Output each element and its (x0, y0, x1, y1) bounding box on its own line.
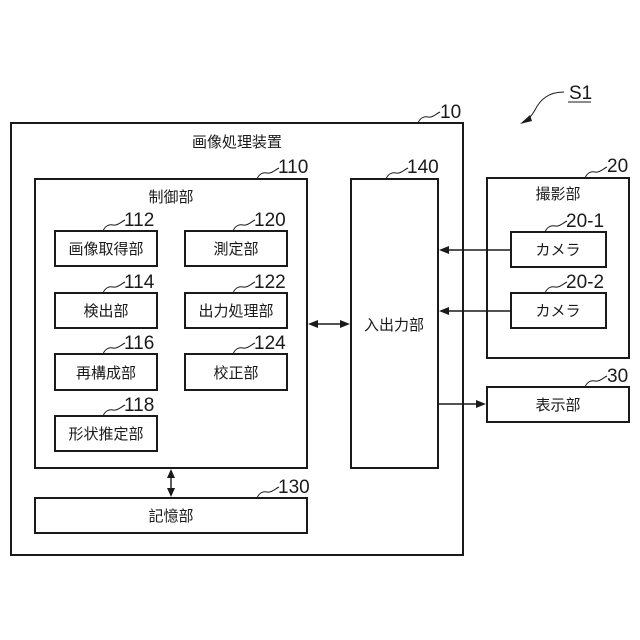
ref-number-130: 130 (278, 477, 310, 498)
ref-number-116: 116 (124, 333, 154, 354)
camera-20-1-label: カメラ (535, 241, 580, 259)
ref-number-112: 112 (124, 210, 154, 231)
ref-number-124: 124 (254, 333, 286, 354)
storage-unit-label: 記憶部 (148, 507, 193, 525)
io-unit: 入出力部 140 (351, 157, 439, 468)
ref-number-114: 114 (124, 272, 155, 293)
shape-estimation-label: 形状推定部 (68, 425, 143, 443)
reconstruction-label: 再構成部 (76, 364, 136, 382)
ref-number-140: 140 (407, 157, 439, 178)
ref-number-20-2: 20-2 (566, 272, 604, 293)
control-unit-label: 制御部 (148, 188, 193, 206)
detection-label: 検出部 (83, 302, 128, 320)
ref-number-118: 118 (124, 395, 154, 416)
image-acquisition-label: 画像取得部 (68, 240, 143, 258)
measurement-label: 測定部 (213, 240, 258, 258)
arrow-io-display-head (476, 400, 486, 408)
ref-leader-10 (418, 112, 440, 123)
control-unit: 制御部 110 画像取得部 112 検出部 114 再構成部 116 形状推定部 (35, 157, 308, 468)
display-unit: 表示部 30 (487, 366, 629, 422)
ref-leader-30 (585, 376, 607, 387)
image-processing-device-label: 画像処理装置 (192, 133, 282, 151)
camera-20-2-label: カメラ (535, 302, 580, 320)
ref-leader-20 (585, 167, 607, 178)
ref-number-120: 120 (254, 210, 286, 231)
figure-label-arrowhead (520, 115, 532, 124)
ref-number-110: 110 (278, 157, 308, 178)
output-processing-label: 出力処理部 (198, 302, 273, 320)
display-unit-label: 表示部 (535, 396, 580, 414)
figure-label: S1 (520, 83, 592, 124)
ref-number-10: 10 (440, 102, 461, 123)
figure-label-text: S1 (569, 83, 592, 104)
imaging-unit-label: 撮影部 (535, 185, 580, 203)
io-unit-label: 入出力部 (364, 316, 424, 334)
imaging-unit: 撮影部 20 カメラ 20-1 カメラ 20-2 (487, 156, 629, 358)
calibration-label: 校正部 (213, 364, 258, 382)
ref-number-122: 122 (254, 272, 286, 293)
ref-number-20: 20 (607, 156, 628, 177)
ref-number-30: 30 (607, 366, 628, 387)
ref-number-20-1: 20-1 (566, 211, 604, 232)
